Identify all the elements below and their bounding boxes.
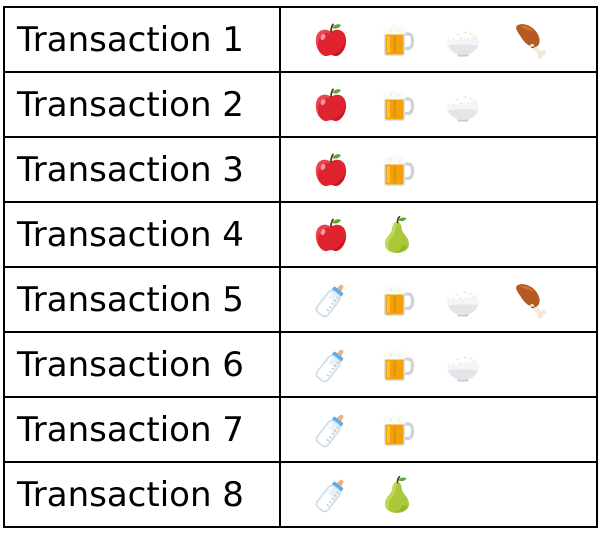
transaction-items [311, 268, 596, 331]
table-row: Transaction 8 [3, 461, 598, 528]
transaction-label: Transaction 3 [3, 136, 281, 203]
rice-bowl-icon [443, 85, 483, 125]
transaction-label: Transaction 1 [3, 6, 281, 73]
transaction-items [311, 138, 596, 201]
baby-bottle-icon [311, 345, 351, 385]
baby-bottle-icon [311, 280, 351, 320]
beer-mug-icon [377, 150, 417, 190]
table-row: Transaction 3 [3, 136, 598, 203]
table-row: Transaction 6 [3, 331, 598, 398]
transaction-label: Transaction 4 [3, 201, 281, 268]
table-row: Transaction 1 [3, 6, 598, 73]
chicken-leg-icon [509, 20, 549, 60]
transaction-items [311, 333, 596, 396]
table-row: Transaction 4 [3, 201, 598, 268]
apple-icon [311, 150, 351, 190]
beer-mug-icon [377, 345, 417, 385]
rice-bowl-icon [443, 280, 483, 320]
table-row: Transaction 5 [3, 266, 598, 333]
table-row: Transaction 2 [3, 71, 598, 138]
transaction-label: Transaction 5 [3, 266, 281, 333]
beer-mug-icon [377, 85, 417, 125]
pear-icon [377, 215, 417, 255]
transaction-label: Transaction 8 [3, 461, 281, 528]
baby-bottle-icon [311, 410, 351, 450]
transaction-label: Transaction 2 [3, 71, 281, 138]
transaction-items-cell [279, 461, 598, 528]
transaction-items-cell [279, 266, 598, 333]
transaction-items-cell [279, 331, 598, 398]
rice-bowl-icon [443, 20, 483, 60]
transaction-label: Transaction 6 [3, 331, 281, 398]
beer-mug-icon [377, 280, 417, 320]
transaction-items [311, 463, 596, 526]
transactions-table: Transaction 1 Transaction 2 Transaction … [3, 6, 598, 528]
transaction-items [311, 73, 596, 136]
baby-bottle-icon [311, 475, 351, 515]
apple-icon [311, 85, 351, 125]
transaction-items [311, 398, 596, 461]
transaction-label: Transaction 7 [3, 396, 281, 463]
table-row: Transaction 7 [3, 396, 598, 463]
transaction-items-cell [279, 201, 598, 268]
transaction-items [311, 8, 596, 71]
beer-mug-icon [377, 20, 417, 60]
rice-bowl-icon [443, 345, 483, 385]
transaction-items-cell [279, 396, 598, 463]
apple-icon [311, 20, 351, 60]
transaction-items-cell [279, 6, 598, 73]
transaction-items-cell [279, 71, 598, 138]
apple-icon [311, 215, 351, 255]
transaction-items-cell [279, 136, 598, 203]
beer-mug-icon [377, 410, 417, 450]
pear-icon [377, 475, 417, 515]
transaction-items [311, 203, 596, 266]
chicken-leg-icon [509, 280, 549, 320]
